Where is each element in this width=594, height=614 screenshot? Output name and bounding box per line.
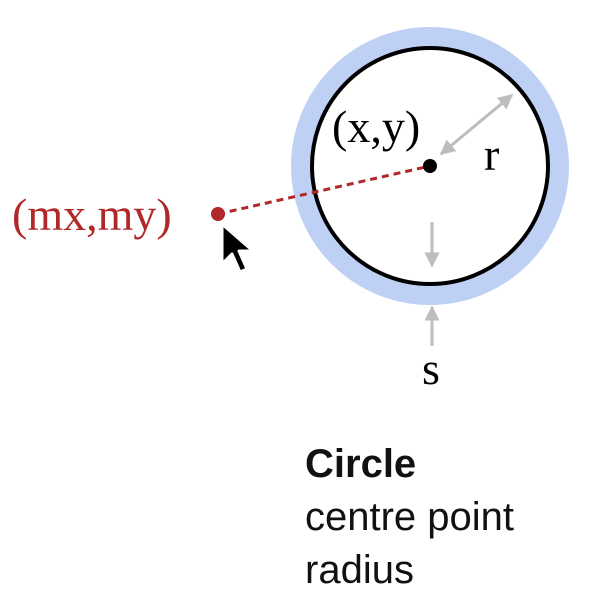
center-point (423, 159, 437, 173)
mouse-point (211, 207, 225, 221)
circle-outline (310, 46, 550, 286)
caption-line-radius: radius (305, 548, 414, 592)
center-label: (x,y) (332, 101, 420, 152)
distance-line (217, 164, 431, 216)
stroke-band (291, 27, 569, 305)
radius-label: r (484, 129, 499, 180)
mouse-label: (mx,my) (12, 189, 172, 240)
caption-title: Circle (305, 442, 417, 486)
mouse-pointer-icon (220, 222, 255, 274)
caption: Circle centre point radius (305, 438, 514, 597)
caption-line-centre: centre point (305, 495, 515, 539)
stroke-label: s (422, 343, 440, 394)
radius-arrow (439, 93, 514, 156)
